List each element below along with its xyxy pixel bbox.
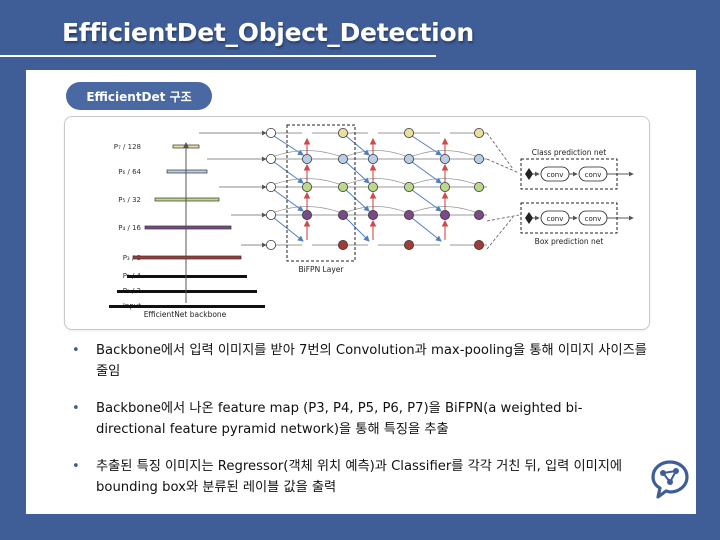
feature-node-p7 <box>337 127 348 138</box>
feature-node-p6 <box>403 154 414 165</box>
title-underline <box>0 55 436 57</box>
feature-node-p6 <box>337 154 348 165</box>
feature-node-p5 <box>403 182 414 193</box>
feature-node-p5 <box>301 182 312 193</box>
skip-edge-p4 <box>346 206 406 213</box>
skip-edge-p5 <box>412 178 476 185</box>
feature-node-p6 <box>265 154 276 165</box>
feature-node-p7 <box>473 127 484 138</box>
skip-edge-p6 <box>412 150 476 157</box>
feature-node-p6 <box>439 154 450 165</box>
bullet-list: • Backbone에서 입력 이미지를 받아 7번의 Convolution과 … <box>70 340 650 514</box>
feature-node-p5 <box>265 182 276 193</box>
architecture-diagram: P₇ / 128 P₆ / 64 P₅ / 32 P₄ / 16 P₃ / 8 … <box>109 124 634 319</box>
top-down-edge <box>273 161 304 184</box>
top-down-edge <box>345 189 370 212</box>
feature-node-p4 <box>367 210 378 221</box>
bullet-item: • 추출된 특징 이미지는 Regressor(객체 위치 예측)과 Classi… <box>70 456 650 498</box>
top-down-edge <box>411 161 442 184</box>
backbone-bar-input <box>109 305 265 308</box>
slide-title: EfficientDet_Object_Detection <box>62 18 474 47</box>
feature-node-p4 <box>301 210 312 221</box>
bullet-text: Backbone에서 나온 feature map (P3, P4, P5, P… <box>96 401 583 437</box>
content-panel: EfficientDet 구조 P₇ / 128 P₆ / 64 P₅ / 32 <box>26 70 696 514</box>
backbone-bar-p4 <box>144 225 232 230</box>
feature-node-p5 <box>367 182 378 193</box>
backbone-bar-p3 <box>132 255 242 260</box>
feature-node-p4 <box>403 210 414 221</box>
top-down-edge <box>411 189 442 212</box>
feature-node-p6 <box>301 154 312 165</box>
skip-edge-p6 <box>346 150 406 157</box>
top-down-edge <box>273 189 304 212</box>
bullet-dot: • <box>72 401 80 416</box>
backbone-bar-p2 <box>127 275 247 278</box>
section-label: EfficientDet 구조 <box>66 82 212 110</box>
box-conv-2-label: conv <box>585 215 602 223</box>
brain-network-icon <box>651 460 689 499</box>
bifpn-caption: BiFPN Layer <box>299 265 345 274</box>
level-label-p4: P₄ / 16 <box>118 224 141 232</box>
top-down-edge <box>273 217 304 242</box>
output-dash-p3 <box>486 216 514 250</box>
backbone-bar-p1 <box>117 290 257 293</box>
output-dash-mid-a <box>486 158 520 174</box>
level-label-p3: P₃ / 8 <box>123 254 141 262</box>
feature-node-p3 <box>473 240 484 251</box>
top-down-edge <box>345 135 370 156</box>
backbone-bar-p6 <box>166 169 208 174</box>
bullet-text: Backbone에서 입력 이미지를 받아 7번의 Convolution과 m… <box>96 343 647 379</box>
output-dash-mid-b <box>486 214 520 222</box>
feature-node-p4 <box>265 210 276 221</box>
top-down-edge <box>345 217 370 242</box>
bullet-text: 추출된 특징 이미지는 Regressor(객체 위치 예측)과 Classif… <box>96 459 623 495</box>
level-label-p6: P₆ / 64 <box>118 168 141 176</box>
top-down-edge <box>345 161 370 184</box>
box-conv-1-label: conv <box>547 215 564 223</box>
feature-node-p7 <box>265 127 276 138</box>
feature-node-p3 <box>337 240 348 251</box>
bullet-item: • Backbone에서 입력 이미지를 받아 7번의 Convolution과 … <box>70 340 650 382</box>
skip-edge-p5 <box>346 178 406 185</box>
box-net-input-icon <box>525 212 533 224</box>
feature-node-p6 <box>473 154 484 165</box>
feature-node-p3 <box>265 240 276 251</box>
feature-node-p7 <box>403 127 414 138</box>
top-down-edge <box>411 135 442 156</box>
level-label-p7: P₇ / 128 <box>114 143 141 151</box>
feature-node-p5 <box>473 182 484 193</box>
bullet-item: • Backbone에서 나온 feature map (P3, P4, P5, … <box>70 398 650 440</box>
class-conv-2-label: conv <box>585 171 602 179</box>
backbone-bar-p5 <box>154 197 220 202</box>
class-conv-1-label: conv <box>547 171 564 179</box>
feature-node-p4 <box>473 210 484 221</box>
efficientdet-architecture-figure: P₇ / 128 P₆ / 64 P₅ / 32 P₄ / 16 P₃ / 8 … <box>64 116 650 330</box>
class-net-input-icon <box>525 168 533 180</box>
feature-node-p5 <box>439 182 450 193</box>
bullet-dot: • <box>72 343 80 358</box>
feature-node-p4 <box>439 210 450 221</box>
bullet-dot: • <box>72 459 80 474</box>
top-down-edge <box>411 217 442 242</box>
backbone-caption: EfficientNet backbone <box>144 310 227 319</box>
feature-node-p3 <box>403 240 414 251</box>
bifpn-layer-box <box>286 124 356 262</box>
level-label-p5: P₅ / 32 <box>118 196 141 204</box>
box-net-caption: Box prediction net <box>535 237 604 246</box>
class-net-caption: Class prediction net <box>532 148 606 157</box>
feature-node-p4 <box>337 210 348 221</box>
feature-node-p5 <box>337 182 348 193</box>
skip-edge-p4 <box>412 206 476 213</box>
output-dash-p7 <box>486 132 514 170</box>
feature-node-p6 <box>367 154 378 165</box>
top-down-edge <box>273 135 304 156</box>
